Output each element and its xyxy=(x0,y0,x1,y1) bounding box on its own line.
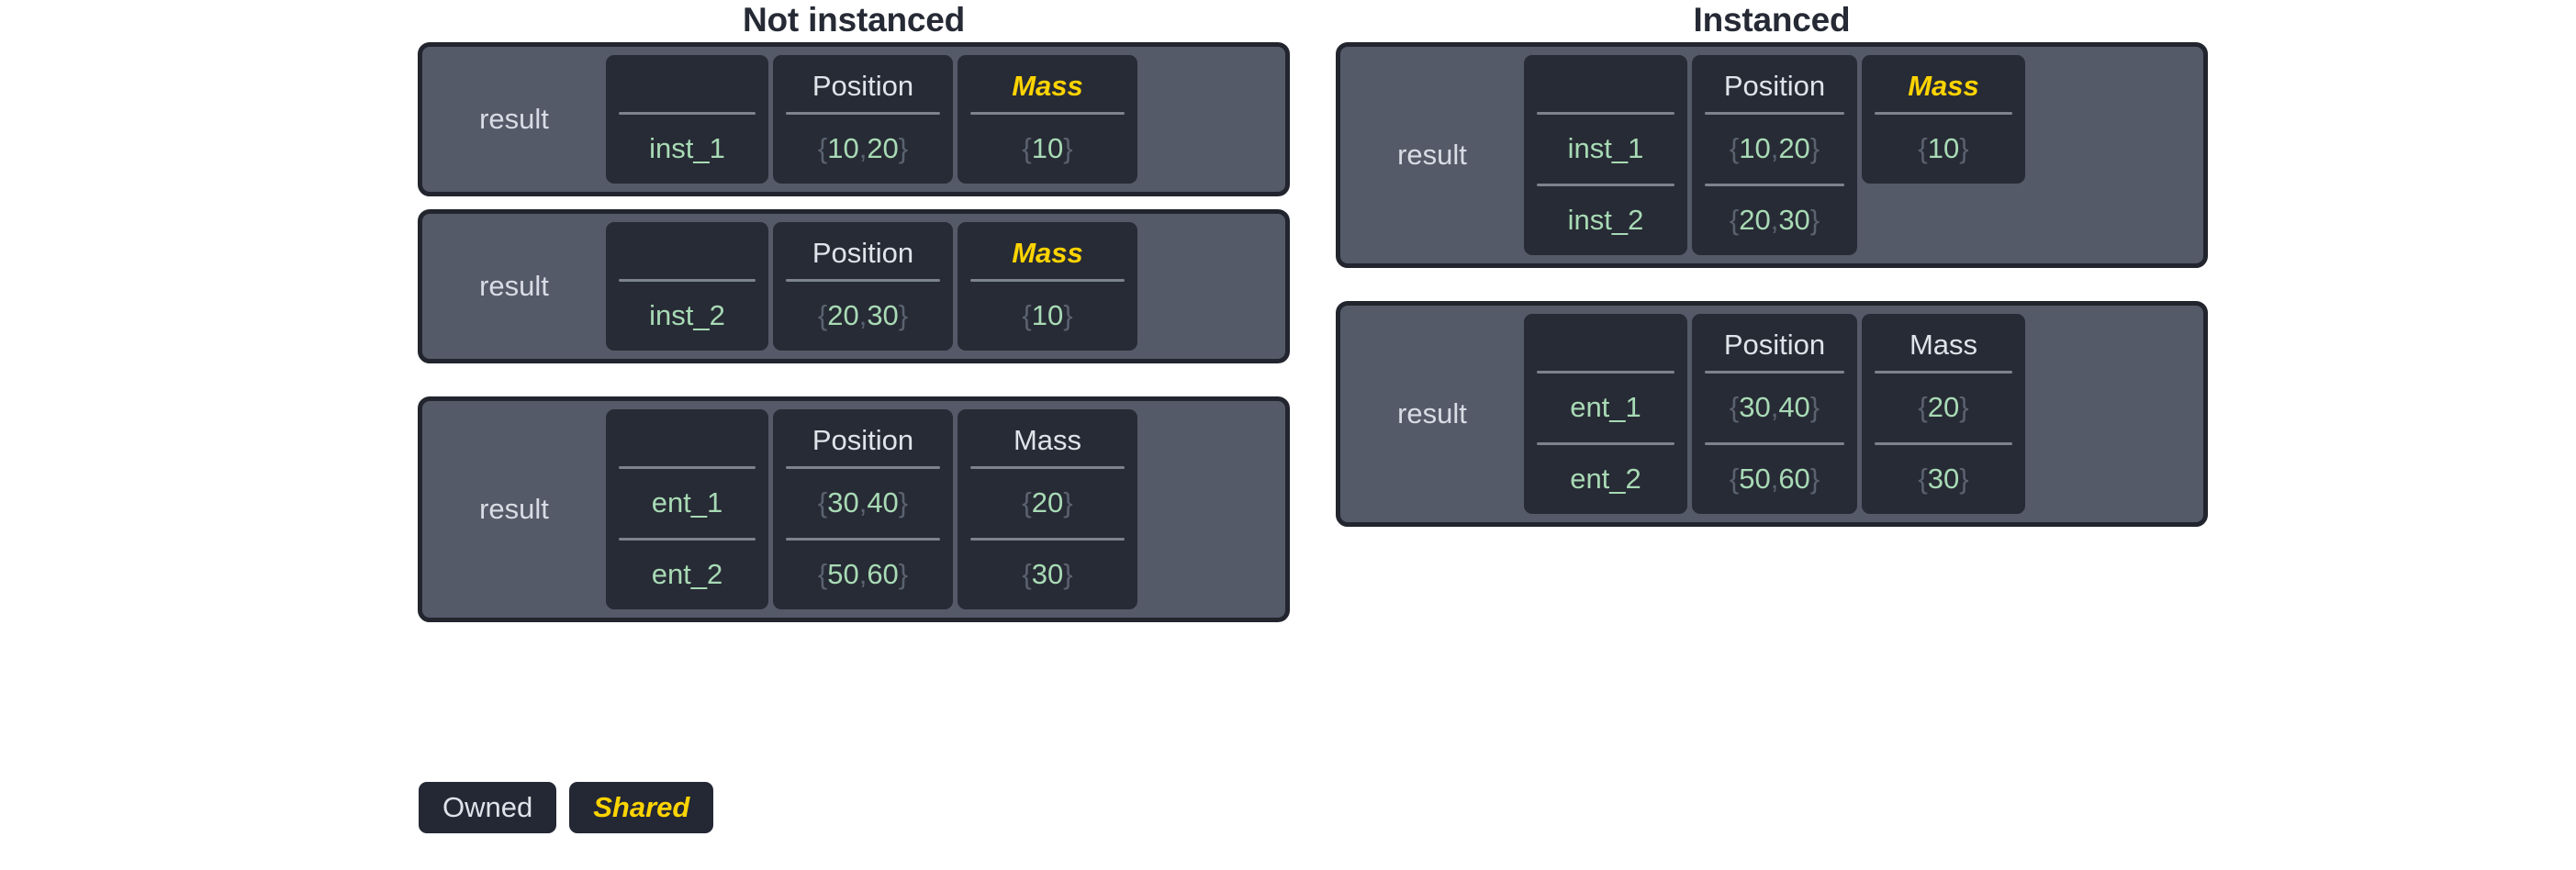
table-cell: {50, 60} xyxy=(1729,462,1820,495)
table-cell: {30} xyxy=(1918,462,1969,495)
column-header xyxy=(619,409,756,466)
table-cell: {30} xyxy=(1022,557,1073,590)
table-cell: {20} xyxy=(1022,485,1073,519)
table-column-pos: Position {10, 20} xyxy=(773,55,953,184)
result-panel: result ent_1 ent_2 Position {30, 40} {50, 60… xyxy=(418,396,1290,622)
table-cell: {10, 20} xyxy=(817,131,909,164)
column-group: inst_1 Position {10, 20} Mass {10} xyxy=(606,47,1285,192)
result-panel: result inst_2 Position {20, 30} Mass {10} xyxy=(418,209,1290,363)
column-header-shared: Mass xyxy=(1908,70,1979,102)
cell-divider xyxy=(1705,442,1844,445)
table-cell: {20} xyxy=(1918,390,1969,423)
result-label: result xyxy=(1397,397,1467,429)
result-label: result xyxy=(1397,139,1467,171)
table-column-mass: Mass {10} xyxy=(958,222,1137,351)
cell-divider xyxy=(970,279,1125,282)
result-panel: result inst_1 Position {10, 20} Mass {10} xyxy=(418,42,1290,196)
column-header: Position xyxy=(812,424,914,456)
cell-divider xyxy=(970,538,1125,541)
table-column-id: ent_1 ent_2 xyxy=(606,409,768,609)
table-cell: {10} xyxy=(1022,298,1073,331)
cell-divider xyxy=(786,538,940,541)
column-group: inst_2 Position {20, 30} Mass {10} xyxy=(606,214,1285,359)
cell-divider xyxy=(1705,112,1844,115)
table-column-id: ent_1 ent_2 xyxy=(1524,314,1687,514)
table-column-id: inst_1 inst_2 xyxy=(1524,55,1687,255)
column-header: Position xyxy=(812,70,914,102)
result-panel: result ent_1 ent_2 Position {30, 40} {50, 60… xyxy=(1336,301,2208,527)
table-cell: ent_1 xyxy=(651,485,723,519)
table-cell: {50, 60} xyxy=(817,557,909,590)
column-header xyxy=(619,55,756,112)
table-column-pos: Position {20, 30} xyxy=(773,222,953,351)
table-cell: {10, 20} xyxy=(1729,131,1820,164)
result-panel: result inst_1 inst_2 Position {10, 20} {20, … xyxy=(1336,42,2208,268)
table-cell: {10} xyxy=(1918,131,1969,164)
cell-divider xyxy=(1875,112,2012,115)
result-label: result xyxy=(479,103,549,135)
table-column-pos: Position {10, 20} {20, 30} xyxy=(1692,55,1857,255)
result-label: result xyxy=(479,493,549,525)
cell-divider xyxy=(786,112,940,115)
table-column-pos: Position {30, 40} {50, 60} xyxy=(1692,314,1857,514)
cell-divider xyxy=(619,279,756,282)
table-cell: {20, 30} xyxy=(1729,203,1820,236)
cell-divider xyxy=(619,466,756,469)
column-group: inst_1 inst_2 Position {10, 20} {20, 30} Mass… xyxy=(1524,47,2203,263)
column-header xyxy=(619,222,756,279)
table-cell: {30, 40} xyxy=(1729,390,1820,423)
cell-divider xyxy=(970,112,1125,115)
table-column-mass: Mass {10} xyxy=(1862,55,2025,184)
cell-divider xyxy=(1705,184,1844,186)
cell-divider xyxy=(786,466,940,469)
table-cell: ent_2 xyxy=(1570,462,1641,495)
cell-divider xyxy=(619,538,756,541)
cell-divider xyxy=(1537,371,1674,374)
column-header xyxy=(1537,55,1674,112)
cell-divider xyxy=(786,279,940,282)
table-cell: inst_1 xyxy=(649,131,725,164)
table-cell: inst_2 xyxy=(1567,203,1644,236)
table-column-mass: Mass {10} xyxy=(958,55,1137,184)
legend-chip-owned: Owned xyxy=(419,782,557,833)
table-column-mass: Mass {20} {30} xyxy=(1862,314,2025,514)
column-header: Mass xyxy=(1909,329,1978,361)
table-cell: ent_2 xyxy=(651,557,723,590)
cell-divider xyxy=(970,466,1125,469)
table-cell: inst_1 xyxy=(1567,131,1644,164)
table-cell: ent_1 xyxy=(1570,390,1641,423)
column-header-shared: Mass xyxy=(1012,237,1083,269)
table-column-id: inst_1 xyxy=(606,55,768,184)
table-column-id: inst_2 xyxy=(606,222,768,351)
cell-divider xyxy=(1705,371,1844,374)
column-title-instanced: Instanced xyxy=(1693,1,1851,39)
column-title-not-instanced: Not instanced xyxy=(742,1,966,39)
legend-chip-shared: Shared xyxy=(569,782,714,833)
column-header: Mass xyxy=(1013,424,1082,456)
column-header xyxy=(1537,314,1674,371)
table-cell: inst_2 xyxy=(649,298,725,331)
column-header: Position xyxy=(1723,329,1826,361)
cell-divider xyxy=(1875,371,2012,374)
table-cell: {10} xyxy=(1022,131,1073,164)
column-header: Position xyxy=(812,237,914,269)
cell-divider xyxy=(1537,184,1674,186)
table-cell: {30, 40} xyxy=(817,485,909,519)
column-header-shared: Mass xyxy=(1012,70,1083,102)
table-column-pos: Position {30, 40} {50, 60} xyxy=(773,409,953,609)
column-group: ent_1 ent_2 Position {30, 40} {50, 60} Mass {2… xyxy=(1524,306,2203,522)
column-header: Position xyxy=(1723,70,1826,102)
result-label: result xyxy=(479,270,549,302)
table-column-mass: Mass {20} {30} xyxy=(958,409,1137,609)
table-cell: {20, 30} xyxy=(817,298,909,331)
column-group: ent_1 ent_2 Position {30, 40} {50, 60} Mass {2… xyxy=(606,401,1285,618)
cell-divider xyxy=(619,112,756,115)
cell-divider xyxy=(1537,112,1674,115)
cell-divider xyxy=(1875,442,2012,445)
cell-divider xyxy=(1537,442,1674,445)
